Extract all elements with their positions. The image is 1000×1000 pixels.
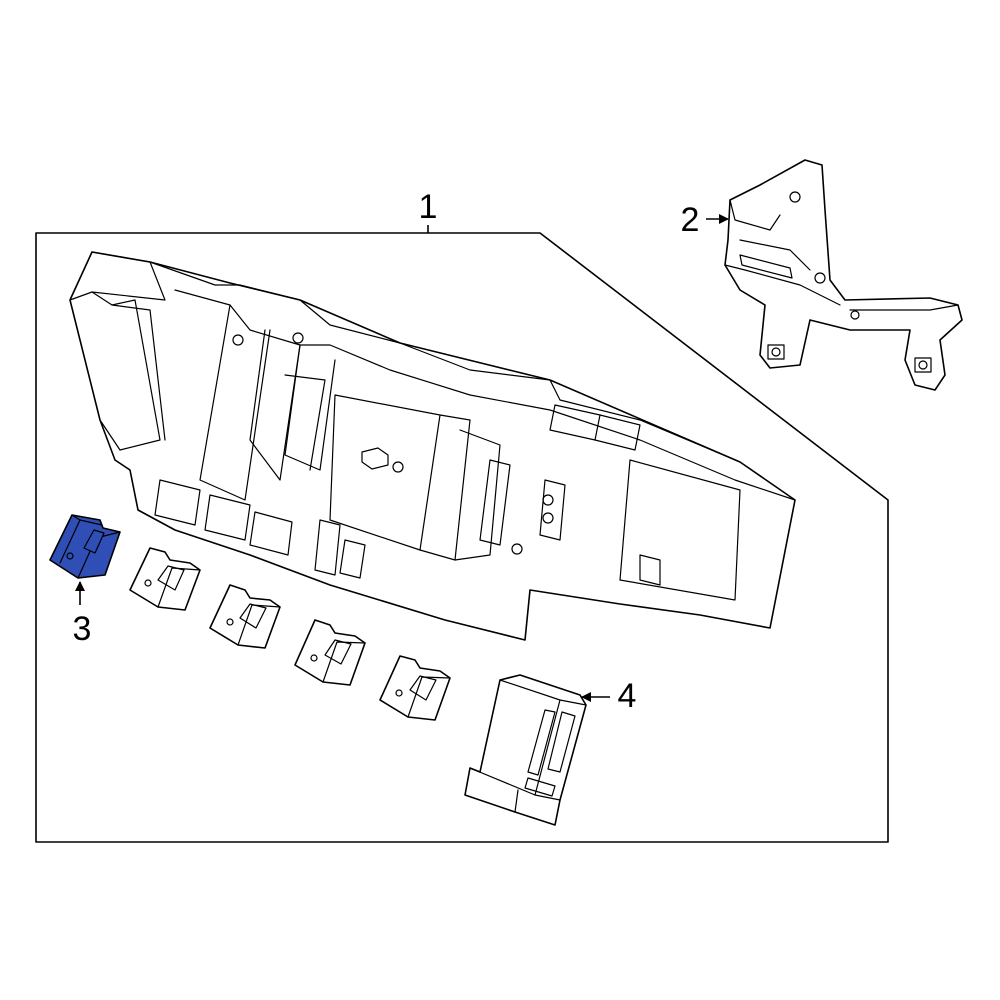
callout-1: 1 [419,188,438,226]
relay [294,619,366,686]
relay [129,547,201,611]
callout-3: 3 [73,610,92,648]
callout-4: 4 [618,677,637,715]
relay [379,655,451,721]
junction-box-part-1[interactable] [69,251,796,641]
module-part-4[interactable] [464,674,587,826]
relay [209,584,281,649]
callout-2: 2 [681,201,700,239]
assembly-boundary [35,232,889,843]
relay-part-3-highlighted[interactable] [49,514,121,579]
mounting-bracket-part-2[interactable] [724,159,963,391]
